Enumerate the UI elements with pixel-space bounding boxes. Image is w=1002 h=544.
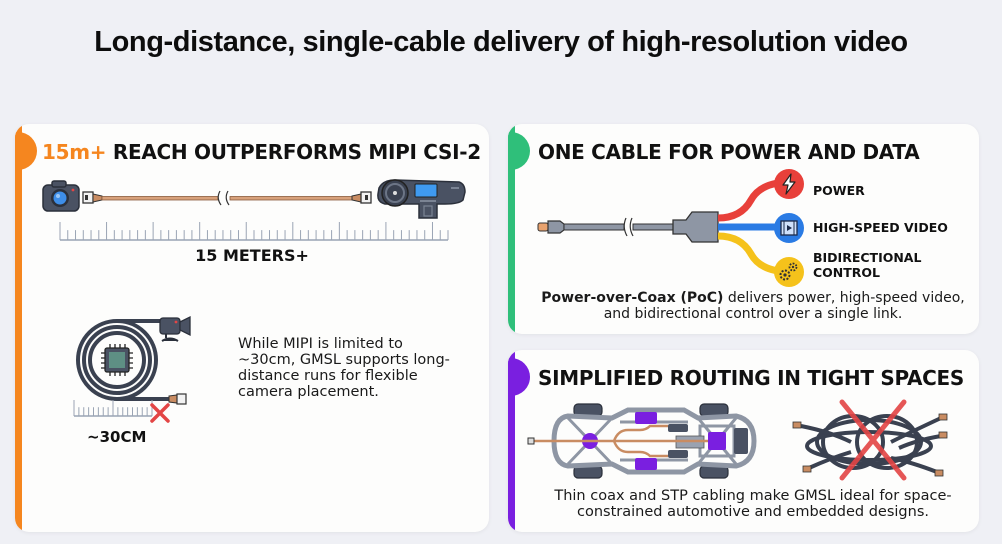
- video-camera-icon: [159, 315, 191, 342]
- long-ruler-label: 15 METERS+: [195, 246, 309, 265]
- lightning-icon: [774, 169, 804, 199]
- car-dashboard-icon: [377, 179, 466, 219]
- reach-title-highlight: 15m+: [42, 140, 107, 164]
- coiled-cable-icon: [76, 319, 187, 405]
- reach-card-title: 15m+ REACH OUTPERFORMS MIPI CSI-2: [42, 140, 481, 164]
- reach-card: 15m+ REACH OUTPERFORMS MIPI CSI-2 15 MET…: [15, 124, 489, 532]
- short-ruler-label: ~30CM: [87, 428, 147, 446]
- poc-description-rest: delivers power, high-speed video, and bi…: [603, 290, 965, 322]
- short-ruler: [73, 400, 153, 417]
- branch-label-control: BIDIRECTIONAL CONTROL: [813, 250, 922, 280]
- card-accent-knob: [508, 132, 530, 170]
- chip-icon: [101, 344, 133, 376]
- camera-icon: [42, 180, 80, 212]
- card-accent-bar: [15, 124, 22, 532]
- poc-card: ONE CABLE FOR POWER AND DATA POWER HIGH-…: [508, 124, 979, 334]
- gears-icon: [774, 257, 804, 287]
- poc-card-title: ONE CABLE FOR POWER AND DATA: [538, 140, 920, 164]
- card-accent-knob: [15, 132, 37, 170]
- card-accent-bar: [508, 124, 515, 334]
- routing-card: SIMPLIFIED ROUTING IN TIGHT SPACES: [508, 350, 979, 532]
- red-x-icon: [839, 399, 907, 481]
- car-chassis-icon: [527, 403, 757, 479]
- reach-description: While MIPI is limited to ~30cm, GMSL sup…: [238, 336, 450, 400]
- card-accent-bar: [508, 350, 515, 532]
- poc-description-bold: Power-over-Coax (PoC): [541, 290, 724, 306]
- reach-title-rest: REACH OUTPERFORMS MIPI CSI-2: [106, 140, 481, 164]
- routing-card-title: SIMPLIFIED ROUTING IN TIGHT SPACES: [538, 366, 965, 390]
- poc-cable-diagram: [537, 178, 792, 276]
- long-cable: [82, 190, 372, 206]
- poc-description: Power-over-Coax (PoC) delivers power, hi…: [538, 290, 968, 322]
- page-title: Long-distance, single-cable delivery of …: [94, 26, 908, 58]
- branch-label-video: HIGH-SPEED VIDEO: [813, 220, 948, 235]
- branch-label-power: POWER: [813, 183, 865, 198]
- film-icon: [774, 213, 804, 243]
- routing-description: Thin coax and STP cabling make GMSL idea…: [554, 488, 952, 520]
- long-ruler: [59, 222, 449, 241]
- red-x-icon: [150, 403, 170, 423]
- card-accent-knob: [508, 358, 530, 396]
